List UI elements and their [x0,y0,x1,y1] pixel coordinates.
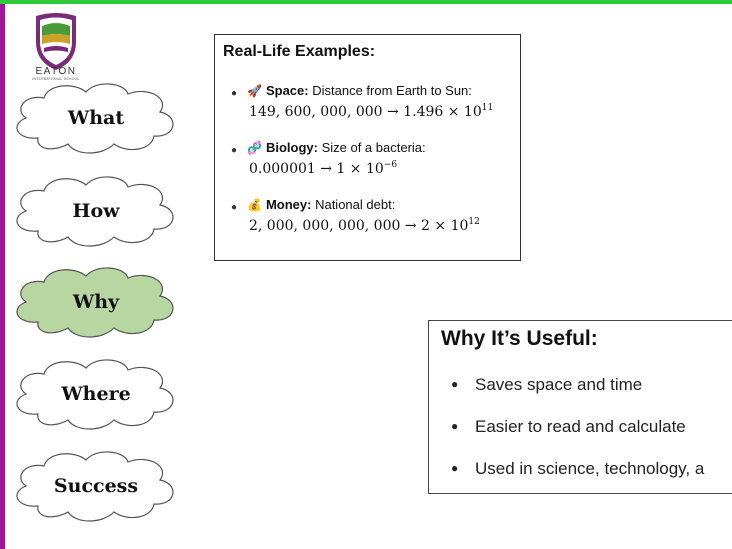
logo-wordmark: EATON [35,66,77,77]
nav-cloud-what[interactable]: What [8,80,184,156]
nav-label: Why [72,291,120,313]
example-heading: Space: [265,83,309,98]
nav-cloud-where[interactable]: Where [8,356,184,432]
example-value: 0.000001 → 1 × 10 [249,161,384,177]
nav-cloud-how[interactable]: How [8,173,184,249]
bullet-icon: ● [231,202,238,213]
example-text: Size of a bacteria: [321,140,426,155]
example-text: Distance from Earth to Sun: [312,83,472,98]
bullet-icon: ● [231,88,238,99]
useful-item-text: Used in science, technology, a [475,459,705,478]
useful-item: ● Used in science, technology, a [451,459,704,479]
bullet-icon: ● [451,377,459,391]
useful-item-text: Easier to read and calculate [475,417,686,436]
why-useful-panel: Why It’s Useful: ● Saves space and time ●… [428,320,732,494]
logo-subtext: INTERNATIONAL SCHOOL [32,77,80,81]
cloud-shape [16,267,174,338]
cloud-shape [16,83,174,154]
useful-title: Why It’s Useful: [441,327,598,350]
real-life-examples-panel: Real-Life Examples: ● 🚀Space: Distance f… [214,34,521,261]
example-exponent: −6 [383,160,398,170]
useful-item-text: Saves space and time [475,375,643,394]
example-value: 2, 000, 000, 000, 000 → 2 × 10 [249,218,469,234]
example-heading: Biology: [265,140,318,155]
nav-label: Success [53,475,139,497]
cloud-shape [16,176,174,247]
nav-cloud-why[interactable]: Why [8,264,184,340]
useful-item: ● Saves space and time [451,375,642,395]
example-exponent: 12 [468,217,480,227]
dna-icon: 🧬 [247,141,262,155]
bullet-icon: ● [231,145,238,156]
shield-icon [36,13,76,70]
cloud-shape [16,451,174,522]
nav-label: Where [61,383,131,405]
money-bag-icon: 💰 [247,198,262,212]
example-value: 149, 600, 000, 000 → 1.496 × 10 [249,104,482,120]
nav-cloud-success[interactable]: Success [8,448,184,524]
cloud-shape [16,359,174,430]
school-logo [28,12,84,82]
bullet-icon: ● [451,461,459,475]
examples-title: Real-Life Examples: [223,43,376,60]
bullet-icon: ● [451,419,459,433]
example-text: National debt: [315,197,396,212]
example-exponent: 11 [481,103,494,113]
example-heading: Money: [265,197,312,212]
rocket-icon: 🚀 [247,84,262,98]
top-accent-bar [0,0,732,4]
nav-label: How [72,200,120,222]
useful-item: ● Easier to read and calculate [451,417,686,437]
left-accent-bar [0,4,5,549]
nav-label: What [67,107,125,129]
